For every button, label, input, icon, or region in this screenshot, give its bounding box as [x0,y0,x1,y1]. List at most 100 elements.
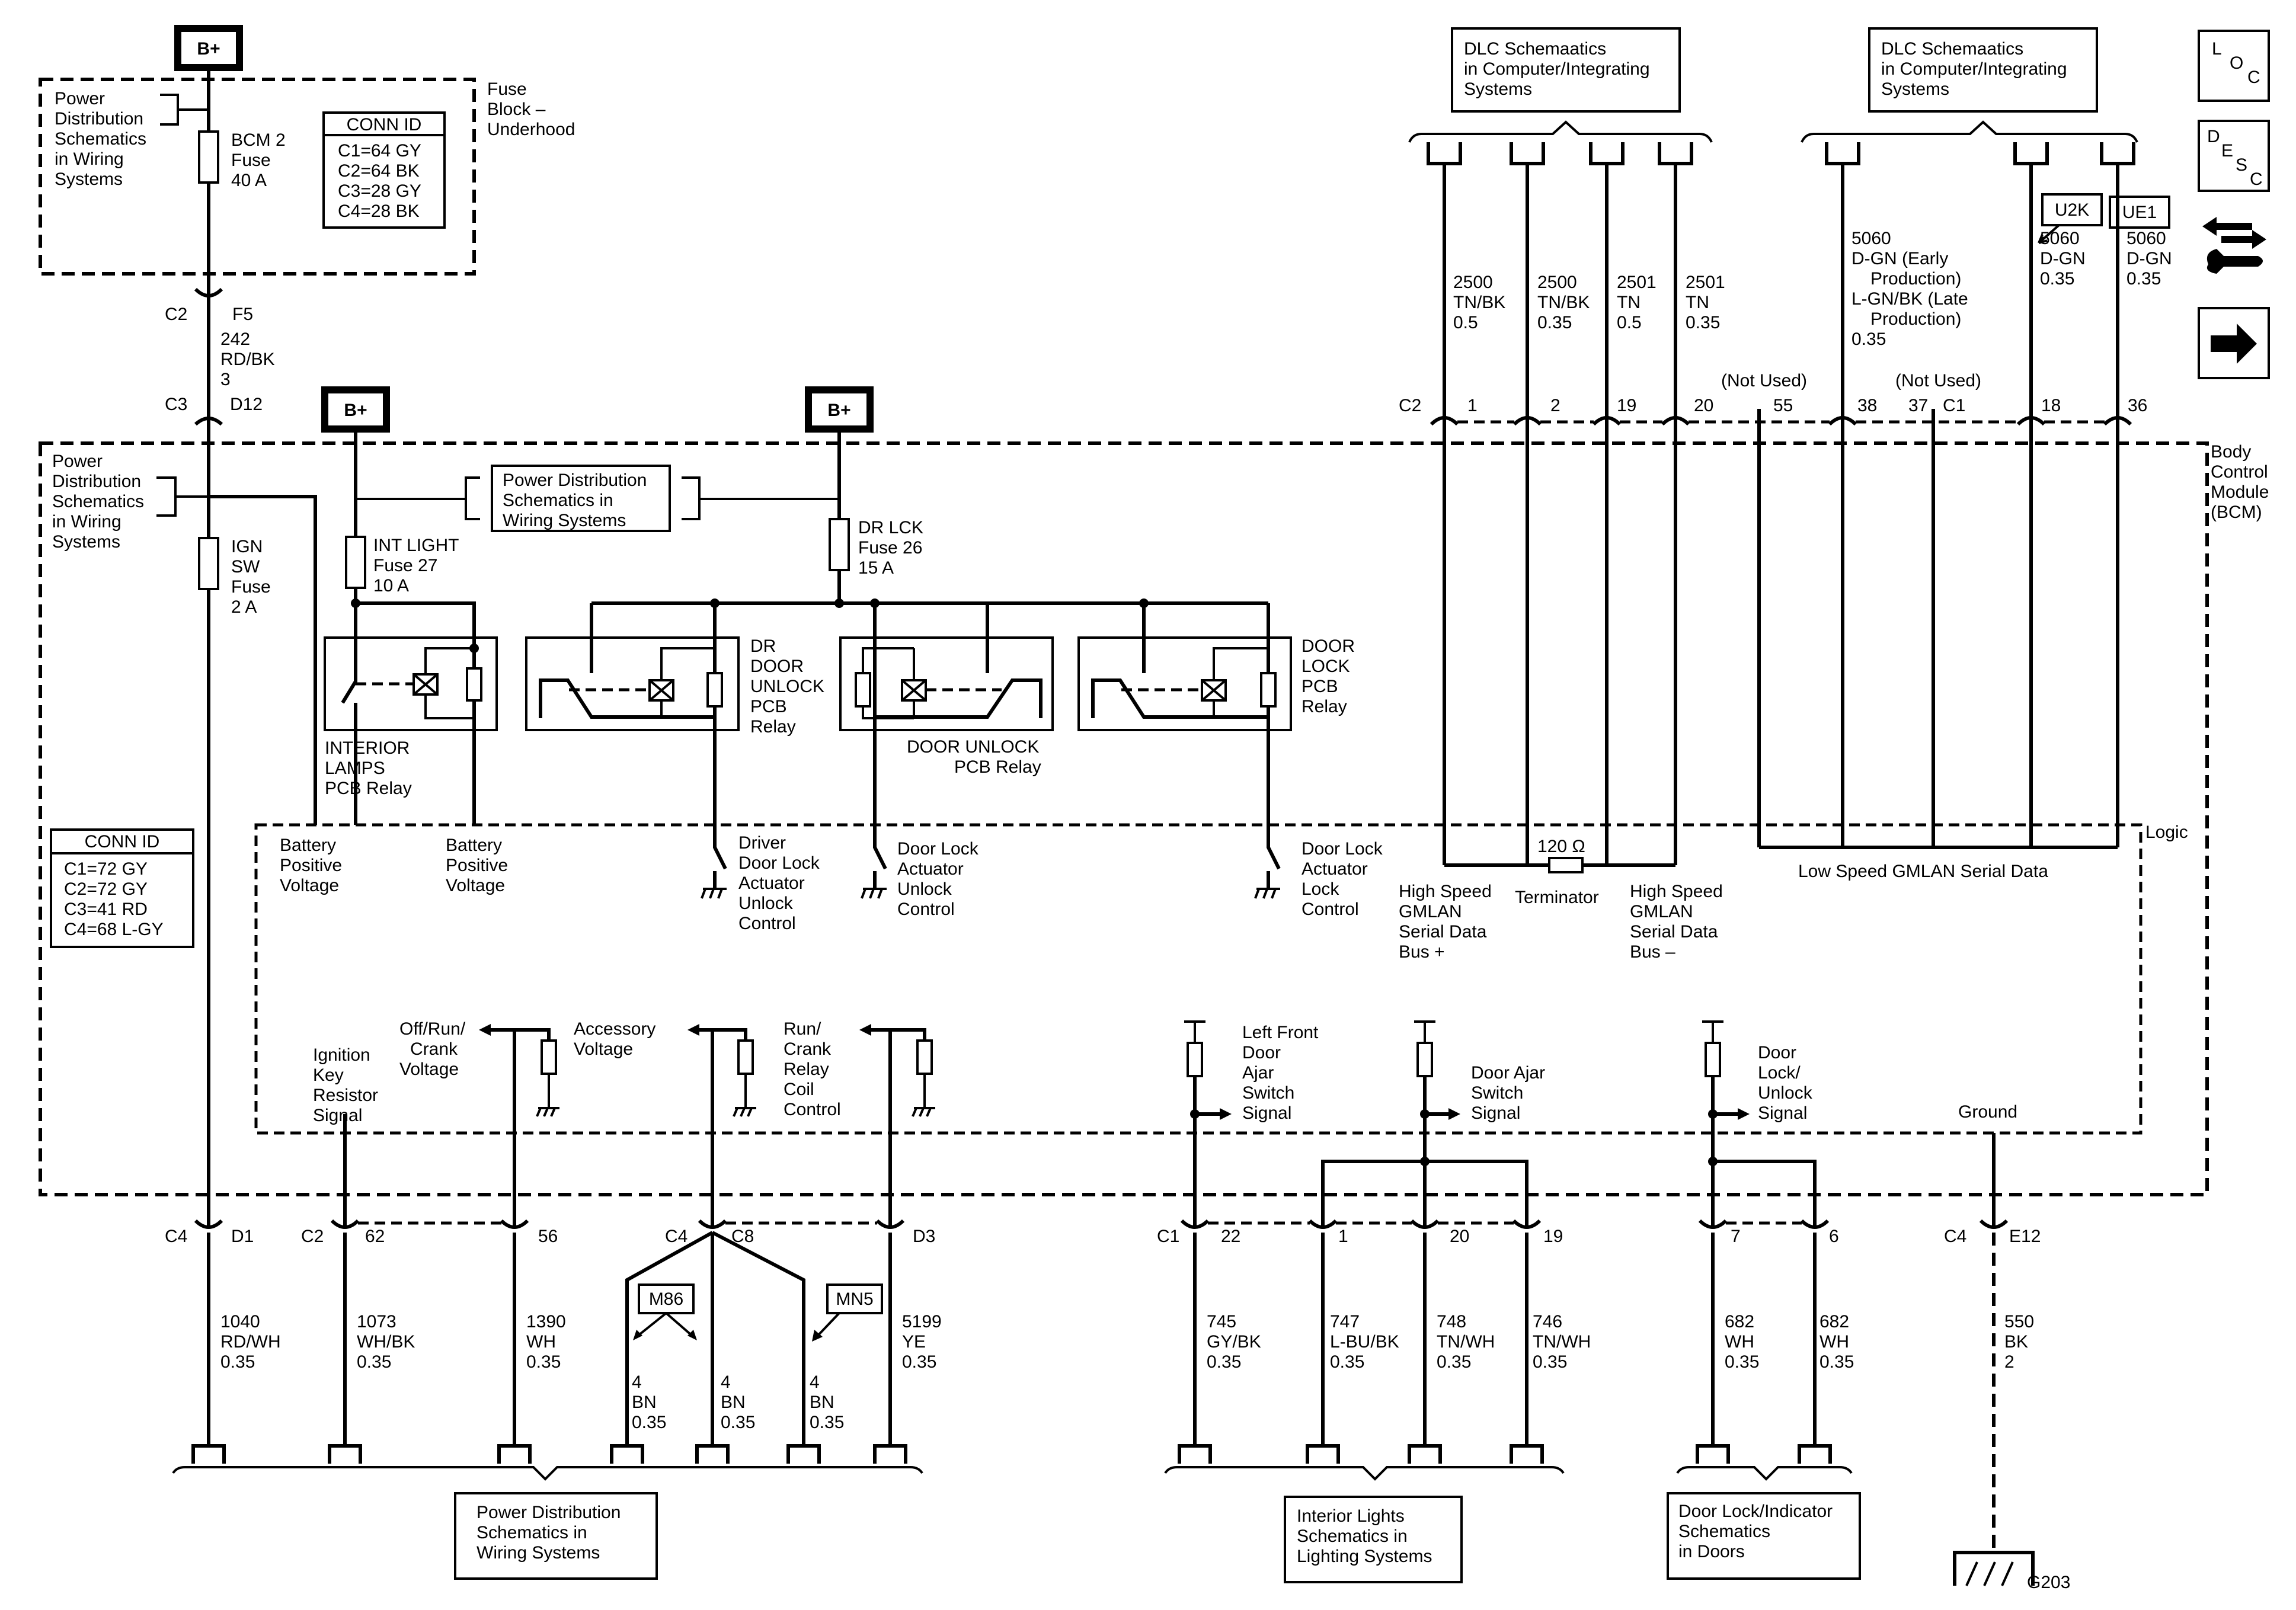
svg-text:745: 745 [1207,1312,1236,1331]
svg-text:4: 4 [810,1372,820,1392]
svg-text:S: S [2236,155,2247,175]
svg-text:0.35: 0.35 [1819,1352,1854,1372]
svg-text:0.35: 0.35 [1207,1352,1241,1372]
door-lock-indicator-box: Door Lock/Indicator Schematics in Doors [1667,1492,1861,1580]
desc-icon[interactable]: D E S C [2198,120,2270,192]
svg-text:C2: C2 [1399,396,1421,415]
svg-text:Voltage: Voltage [446,876,505,895]
loc-icon[interactable]: L O C [2198,30,2270,102]
option-m86: M86 [633,1283,697,1340]
svg-text:Coil: Coil [784,1080,814,1099]
svg-text:2501: 2501 [1617,273,1657,292]
svg-text:2500: 2500 [1537,273,1577,292]
svg-text:D3: D3 [913,1227,935,1246]
svg-text:L-BU/BK: L-BU/BK [1330,1332,1399,1352]
svg-text:D-GN: D-GN [2040,249,2086,268]
svg-text:56: 56 [538,1227,558,1246]
svg-text:Wiring Systems: Wiring Systems [477,1543,600,1563]
svg-text:Schematics: Schematics [52,492,144,511]
ls-gmlan: Low Speed GMLAN Serial Data [1759,846,2118,881]
svg-text:Production): Production) [1870,309,1961,329]
svg-text:Positive: Positive [280,856,342,875]
svg-text:TN/WH: TN/WH [1437,1332,1495,1352]
svg-text:C1=64 GY: C1=64 GY [338,141,421,161]
svg-text:Crank: Crank [410,1039,458,1059]
svg-text:B+: B+ [827,401,850,420]
svg-text:RD/WH: RD/WH [220,1332,281,1352]
svg-text:U2K: U2K [2055,200,2089,220]
svg-text:0.35: 0.35 [2126,269,2161,289]
svg-text:in Wiring: in Wiring [55,149,124,169]
svg-text:Signal: Signal [1242,1103,1291,1123]
dr-lck-fuse-symbol [829,518,850,571]
svg-text:Relay: Relay [1302,697,1347,716]
arrow-right-icon[interactable] [2198,307,2270,379]
dlc-box-1: DLC Schemaatics in Computer/Integrating … [1451,27,1681,113]
svg-text:LOCK: LOCK [1302,657,1350,676]
svg-text:0.35: 0.35 [2040,269,2074,289]
svg-text:Schematics in: Schematics in [503,491,613,510]
svg-text:TN: TN [1686,293,1709,312]
svg-text:Door Lock: Door Lock [897,839,979,859]
svg-text:Serial Data: Serial Data [1399,922,1487,942]
svg-text:(Not Used): (Not Used) [1721,371,1807,391]
pin-row-top: C2 1 2 19 20 (Not Used) 55 38 (Not Used)… [1399,371,2147,443]
ignition-key-signal: Ignition Key Resistor Signal [313,1045,378,1227]
svg-text:5199: 5199 [902,1312,942,1331]
svg-text:Relay: Relay [784,1060,829,1079]
relay-door-lock: DOOR LOCK PCB Relay [1077,603,1355,825]
svg-text:7: 7 [1731,1227,1741,1246]
svg-text:2: 2 [1550,396,1560,415]
svg-text:Power Distribution: Power Distribution [503,470,647,490]
tools-icon[interactable] [2202,217,2266,274]
svg-text:37: 37 [1908,396,1928,415]
svg-text:C2=64 BK: C2=64 BK [338,161,420,181]
svg-text:0.35: 0.35 [220,1352,255,1372]
svg-text:DR LCK: DR LCK [858,518,923,537]
pin-row-bottom: C4 D1 C2 62 56 C4 C8 D3 C1 22 1 20 19 7 … [165,1219,2041,1246]
svg-text:Control: Control [1302,900,1359,919]
svg-text:TN/BK: TN/BK [1453,293,1505,312]
svg-text:4: 4 [721,1372,731,1392]
svg-text:(BCM): (BCM) [2211,502,2262,522]
svg-text:LAMPS: LAMPS [325,758,385,778]
svg-text:62: 62 [365,1227,385,1246]
svg-text:C4: C4 [665,1227,687,1246]
svg-text:Lock/: Lock/ [1758,1063,1801,1083]
svg-text:Lighting Systems: Lighting Systems [1297,1547,1432,1566]
run-crank-relay: Run/ Crank Relay Coil Control [784,1019,935,1227]
svg-text:0.35: 0.35 [902,1352,936,1372]
svg-text:5060: 5060 [2126,229,2166,248]
pds-middle-box: Power Distribution Schematics in Wiring … [491,465,671,532]
svg-text:BN: BN [721,1393,746,1412]
svg-text:682: 682 [1725,1312,1754,1331]
svg-text:Fuse: Fuse [231,577,271,597]
bcm-module-boundary [39,441,2209,1196]
svg-text:Signal: Signal [1758,1103,1807,1123]
svg-text:0.35: 0.35 [1537,313,1572,332]
svg-text:PCB Relay: PCB Relay [954,757,1041,777]
svg-text:Power: Power [52,452,103,471]
svg-text:C4=68 L-GY: C4=68 L-GY [64,920,164,939]
svg-text:5060: 5060 [2040,229,2080,248]
svg-text:Serial Data: Serial Data [1630,922,1718,942]
svg-text:Block –: Block – [487,100,546,119]
svg-text:Signal: Signal [313,1106,362,1125]
svg-text:L-GN/BK (Late: L-GN/BK (Late [1851,289,1968,309]
svg-text:D-GN: D-GN [2126,249,2172,268]
svg-text:Voltage: Voltage [574,1039,633,1059]
bcm2-fuse-symbol [198,130,219,184]
svg-text:C1: C1 [1943,396,1965,415]
bottom-connectors [191,1444,1832,1464]
svg-text:2: 2 [2004,1352,2014,1372]
svg-text:Fuse: Fuse [231,151,271,170]
svg-text:INTERIOR: INTERIOR [325,738,410,758]
svg-text:Systems: Systems [52,532,120,552]
svg-text:Systems: Systems [1464,79,1532,99]
svg-text:682: 682 [1819,1312,1849,1331]
option-mn5: MN5 [812,1283,883,1342]
accessory-voltage: Accessory Voltage [574,1019,756,1227]
svg-text:Switch: Switch [1471,1083,1523,1103]
svg-text:GMLAN: GMLAN [1630,902,1693,921]
svg-text:Signal: Signal [1471,1103,1520,1123]
